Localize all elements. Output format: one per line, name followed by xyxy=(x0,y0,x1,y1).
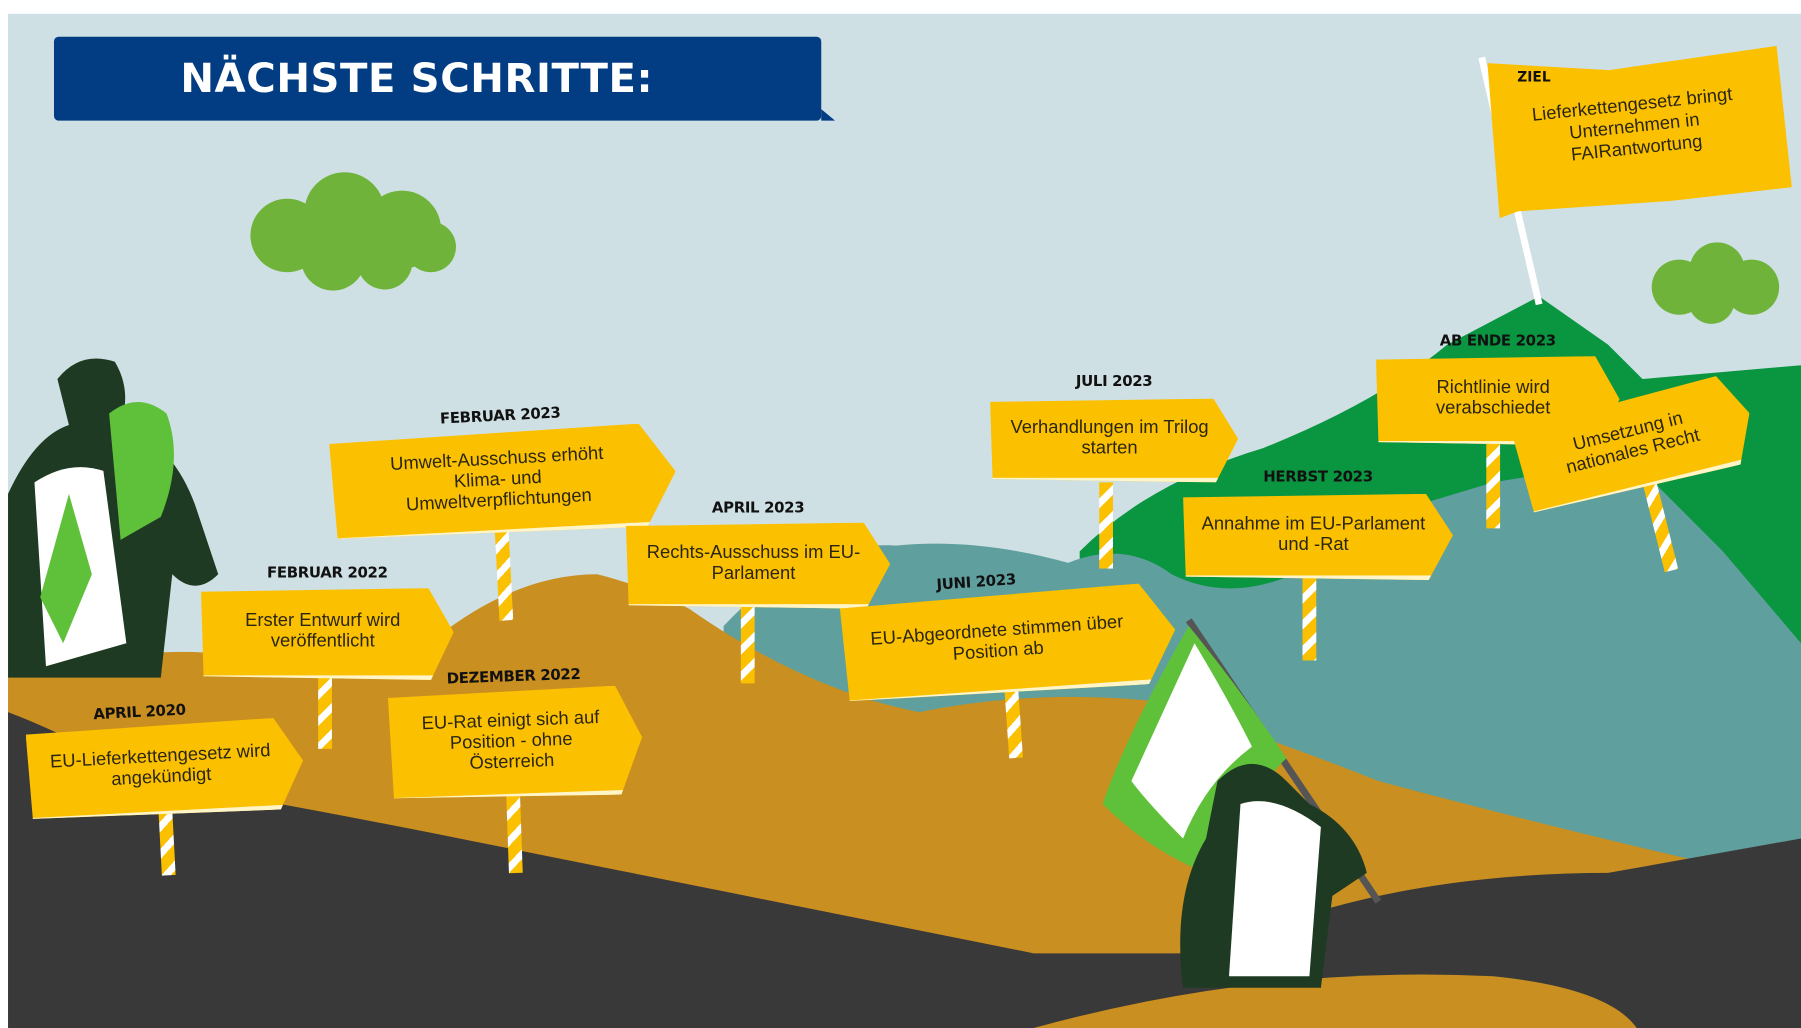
family-illustration xyxy=(8,358,219,678)
milestone-text: EU-Abgeordnete stimmen über Position ab xyxy=(840,581,1179,705)
milestone-sign: JULI 2023 Verhandlungen im Trilog starte… xyxy=(990,373,1239,569)
flag-bearer-illustration xyxy=(1102,618,1382,988)
milestone-date: FEBRUAR 2022 xyxy=(267,565,388,583)
cloud-left xyxy=(250,172,456,291)
milestone-date: HERBST 2023 xyxy=(1263,468,1373,486)
milestone-sign: APRIL 2023 Rechts-Ausschuss im EU-Parlam… xyxy=(625,499,891,684)
milestone-date: JULI 2023 xyxy=(1075,373,1153,391)
dark-ground xyxy=(8,712,1801,1028)
milestone-sign: AB ENDE 2023 Richtlinie wird verabschied… xyxy=(1376,333,1620,529)
goal-label: ZIEL xyxy=(1517,68,1551,85)
orange-foreground-hill xyxy=(1033,974,1637,1028)
milestone-date: APRIL 2023 xyxy=(711,499,805,517)
page-title: NÄCHSTE SCHRITTE: xyxy=(180,55,654,102)
milestone-sign: DEZEMBER 2022 EU-Rat einigt sich auf Pos… xyxy=(387,664,647,877)
milestone-text: Richtlinie wird verabschiedet xyxy=(1376,356,1620,446)
milestone-sign: JUNI 2023 EU-Abgeordnete stimmen über Po… xyxy=(838,561,1183,770)
title-banner: NÄCHSTE SCHRITTE: xyxy=(53,36,836,121)
cloud-right xyxy=(1651,242,1780,324)
milestone-text: EU-Rat einigt sich auf Position - ohne Ö… xyxy=(388,685,644,803)
milestone-text: Annahme im EU-Parlament und -Rat xyxy=(1183,493,1453,581)
milestone-sign: HERBST 2023 Annahme im EU-Parlament und … xyxy=(1183,469,1453,661)
milestone-sign: FEBRUAR 2022 Erster Entwurf wird veröffe… xyxy=(201,565,454,749)
milestone-text: Verhandlungen im Trilog starten xyxy=(990,398,1239,483)
milestone-text: Erster Entwurf wird veröffentlicht xyxy=(201,588,454,680)
milestone-date: AB ENDE 2023 xyxy=(1439,333,1556,351)
goal-flag: ZIEL Lieferkettengesetz bringt Unternehm… xyxy=(1487,45,1792,219)
milestone-text: Rechts-Ausschuss im EU-Parlament xyxy=(625,522,891,609)
